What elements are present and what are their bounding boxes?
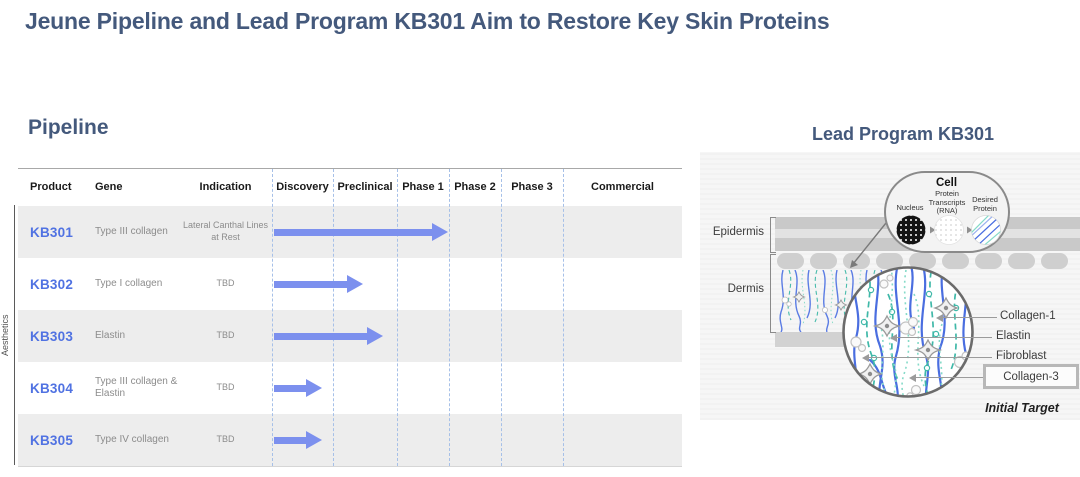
product-name: KB301 (30, 224, 74, 240)
slide-title: Jeune Pipeline and Lead Program KB301 Ai… (25, 8, 830, 34)
indication: TBD (216, 434, 235, 445)
column-header-gene: Gene (95, 181, 123, 193)
arrowhead-icon (432, 223, 448, 241)
gene-name: Type III collagen (95, 225, 168, 237)
pipeline-row-kb303: KB303 Elastin TBD (18, 310, 682, 362)
desired-protein-label: Desired Protein (972, 195, 998, 213)
capsule-pointer-arrow (850, 222, 887, 268)
dermis-label: Dermis (727, 283, 764, 295)
elastin-leader-line (890, 332, 992, 343)
arrowhead-icon (306, 431, 322, 449)
phase-divider-line (449, 169, 450, 466)
product-name: KB303 (30, 328, 74, 344)
phase-divider-line (272, 169, 273, 466)
column-header-indication: Indication (199, 181, 252, 193)
product-name: KB305 (30, 432, 74, 448)
column-header-phase1: Phase 1 (402, 181, 444, 193)
arrowhead-icon (306, 379, 322, 397)
nucleus-label: Nucleus (896, 203, 924, 212)
collagen3-leader-line (909, 372, 983, 383)
cell-inset-title: Cell (935, 177, 958, 189)
progress-arrow (274, 379, 322, 397)
phase-divider-line (397, 169, 398, 466)
elastin-label: Elastin (996, 330, 1031, 342)
progress-arrow (274, 275, 363, 293)
gene-name: Elastin (95, 329, 126, 341)
pipeline-table: Product Gene Indication Discovery Precli… (18, 168, 682, 467)
column-header-phase2: Phase 2 (454, 181, 496, 193)
column-header-commercial: Commercial (591, 181, 654, 193)
collagen3-label: Collagen-3 (1003, 370, 1059, 383)
phase-divider-line (333, 169, 334, 466)
rna-label: Protein Transcripts (RNA) (928, 189, 966, 216)
indication: Lateral Canthal Lines at Rest (182, 220, 269, 242)
pipeline-row-kb301: KB301 Type III collagen Lateral Canthal … (18, 206, 682, 258)
aesthetics-category-label: Aesthetics (0, 314, 10, 356)
dermis-magnifier-circle (842, 266, 974, 398)
fibroblast-leader-line (862, 352, 992, 363)
progress-arrow (274, 327, 383, 345)
pipeline-heading: Pipeline (28, 116, 109, 139)
fibroblast-label: Fibroblast (996, 350, 1047, 362)
cell-process-icons (896, 215, 1001, 245)
basal-cells-row (777, 253, 1068, 269)
pipeline-row-kb305: KB305 Type IV collagen TBD (18, 414, 682, 466)
gene-name: Type I collagen (95, 277, 163, 289)
collagen3-highlight-box: Collagen-3 (983, 364, 1079, 389)
arrowhead-icon (367, 327, 383, 345)
phase-divider-line (563, 169, 564, 466)
collagen1-label: Collagen-1 (1000, 310, 1056, 322)
cell-inset: Cell Protein Transcripts (RNA) Nucleus D… (884, 171, 1010, 253)
gene-name: Type III collagen & Elastin (95, 375, 178, 400)
skin-diagram: Epidermis Dermis Cell Protein Transcript… (700, 152, 1080, 420)
column-header-phase3: Phase 3 (511, 181, 553, 193)
arrowhead-icon (347, 275, 363, 293)
phase-divider-line (501, 169, 502, 466)
product-name: KB304 (30, 380, 74, 396)
pipeline-row-kb302: KB302 Type I collagen TBD (18, 258, 682, 310)
aesthetics-bracket-line (14, 205, 15, 465)
column-header-product: Product (30, 181, 72, 193)
pipeline-row-kb304: KB304 Type III collagen & Elastin TBD (18, 362, 682, 414)
indication: TBD (216, 330, 235, 341)
dermis-bracket (770, 254, 776, 333)
progress-arrow (274, 223, 448, 241)
collagen1-leader-line (936, 312, 997, 323)
product-name: KB302 (30, 276, 74, 292)
indication: TBD (216, 382, 235, 393)
progress-arrow (274, 431, 322, 449)
initial-target-label: Initial Target (985, 401, 1059, 415)
gene-name: Type IV collagen (95, 433, 169, 445)
epidermis-label: Epidermis (712, 226, 764, 238)
pipeline-table-header: Product Gene Indication Discovery Precli… (18, 169, 682, 207)
lead-program-heading: Lead Program KB301 (811, 124, 995, 144)
column-header-preclinical: Preclinical (337, 181, 393, 193)
epidermis-bracket (770, 217, 776, 253)
column-header-discovery: Discovery (276, 181, 329, 193)
indication: TBD (216, 278, 235, 289)
